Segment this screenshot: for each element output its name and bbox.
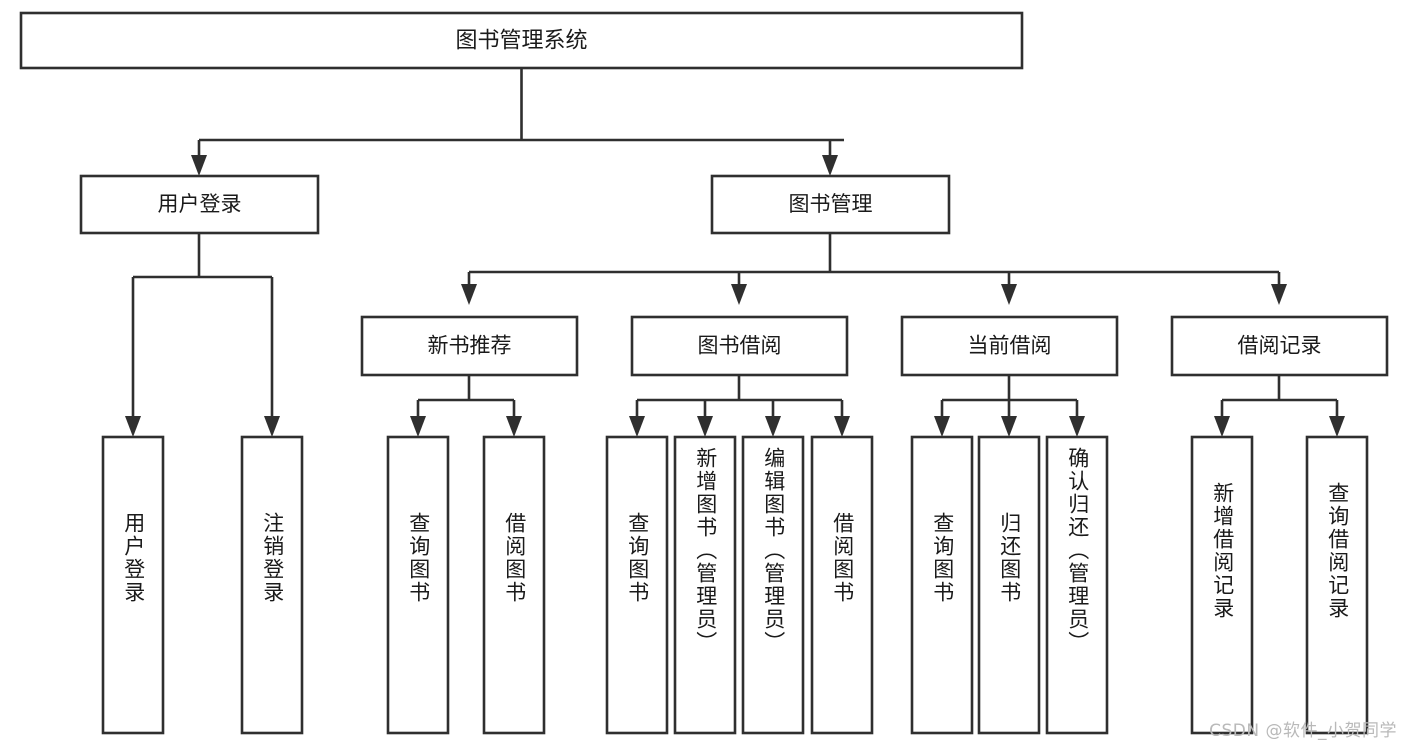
arrowhead-to-leaf-query-book-3	[934, 416, 950, 437]
node-leaf-edit-book[interactable]	[741, 435, 805, 735]
arrowhead-to-leaf-user-logout	[264, 416, 280, 437]
connector-layer	[125, 68, 1345, 437]
arrowhead-to-current-borrow	[1001, 284, 1017, 305]
node-book-manage[interactable]: 图书管理	[710, 174, 951, 235]
node-root-label: 图书管理系统	[455, 29, 587, 54]
node-book-borrow-label: 图书借阅	[698, 334, 782, 358]
node-leaf-add-record[interactable]	[1190, 435, 1254, 735]
arrowhead-to-leaf-return-book	[1001, 416, 1017, 437]
arrowhead-to-new-book-recommend	[461, 284, 477, 305]
node-layer: 图书管理系统 用户登录 图书管理 新书推荐 图书借阅 当前	[19, 11, 1389, 735]
node-leaf-query-book-1[interactable]	[386, 435, 450, 735]
node-leaf-user-logout[interactable]	[240, 435, 304, 735]
arrowhead-to-leaf-add-book	[697, 416, 713, 437]
node-current-borrow-label: 当前借阅	[968, 334, 1052, 358]
arrowhead-to-book-manage	[822, 155, 838, 176]
node-leaf-confirm-return[interactable]	[1045, 435, 1109, 735]
arrowhead-to-user-login	[191, 155, 207, 176]
node-leaf-return-book[interactable]	[977, 435, 1041, 735]
node-leaf-query-book-3[interactable]	[910, 435, 974, 735]
node-leaf-user-login[interactable]	[101, 435, 165, 735]
connector-book-manage-to-level2	[467, 233, 1281, 292]
connector-current-borrow-to-leaves	[940, 375, 1079, 424]
node-new-book-recommend-label: 新书推荐	[428, 334, 512, 358]
node-borrow-record-label: 借阅记录	[1238, 334, 1322, 358]
arrowhead-to-leaf-borrow-book-1	[506, 416, 522, 437]
node-user-login[interactable]: 用户登录	[79, 174, 320, 235]
node-new-book-recommend[interactable]: 新书推荐	[360, 315, 579, 377]
connector-book-borrow-to-leaves	[635, 375, 844, 424]
connector-root-to-level1	[197, 68, 844, 163]
connector-new-book-recommend-to-leaves	[416, 375, 516, 424]
node-borrow-record[interactable]: 借阅记录	[1170, 315, 1389, 377]
node-root[interactable]: 图书管理系统	[19, 11, 1024, 70]
arrowhead-to-leaf-query-book-1	[410, 416, 426, 437]
arrowhead-to-leaf-user-login	[125, 416, 141, 437]
node-leaf-query-book-2[interactable]	[605, 435, 669, 735]
node-leaf-borrow-book-2[interactable]	[810, 435, 874, 735]
arrowhead-to-leaf-query-record	[1329, 416, 1345, 437]
arrowhead-to-leaf-query-book-2	[629, 416, 645, 437]
connector-user-login-to-leaves	[131, 233, 274, 424]
node-book-manage-label: 图书管理	[789, 192, 873, 216]
arrowhead-to-book-borrow	[731, 284, 747, 305]
node-book-borrow[interactable]: 图书借阅	[630, 315, 849, 377]
connector-borrow-record-to-leaves	[1220, 375, 1339, 424]
arrowhead-to-leaf-confirm-return	[1069, 416, 1085, 437]
node-leaf-query-record[interactable]	[1305, 435, 1369, 735]
node-leaf-borrow-book-1[interactable]	[482, 435, 546, 735]
node-leaf-add-book[interactable]	[673, 435, 737, 735]
arrowhead-to-leaf-borrow-book-2	[834, 416, 850, 437]
watermark: CSDN @软件_小贺同学	[1209, 721, 1397, 741]
arrowhead-to-leaf-add-record	[1214, 416, 1230, 437]
arrowhead-to-borrow-record	[1271, 284, 1287, 305]
arrowhead-to-leaf-edit-book	[765, 416, 781, 437]
node-user-login-label: 用户登录	[158, 192, 242, 216]
node-current-borrow[interactable]: 当前借阅	[900, 315, 1119, 377]
